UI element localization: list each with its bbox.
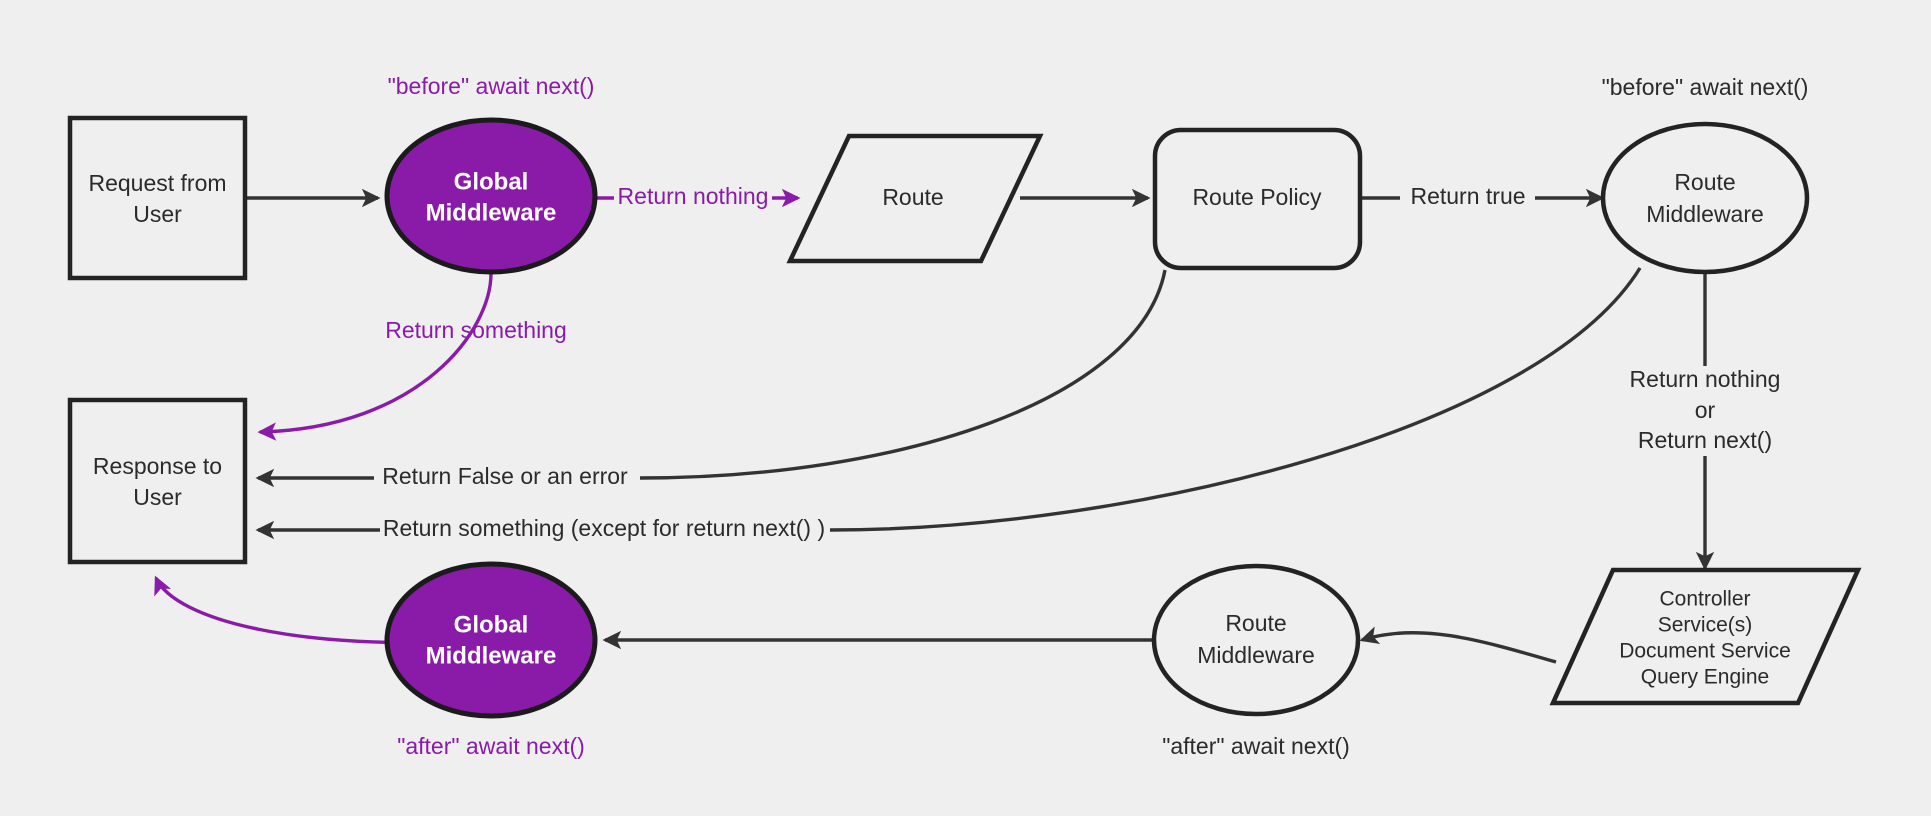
global-middleware-before-shape <box>384 117 598 275</box>
global-middleware-before-label-line1: Global <box>454 168 529 195</box>
controller-parallelogram-shape <box>1549 567 1862 706</box>
route-middleware-after-label-line1: Route <box>1225 610 1286 636</box>
global-middleware-after-label-line1: Global <box>454 611 529 638</box>
route-middleware-after-label-line2: Middleware <box>1197 642 1315 668</box>
route-middleware-before-label-line1: Route <box>1674 169 1735 195</box>
node-global-middleware-before[interactable]: Global Middleware <box>384 117 598 275</box>
edge-label-return-nothing-or-next-line2: or <box>1695 397 1716 423</box>
edge-label-return-false-or-error: Return False or an error <box>382 463 628 489</box>
edge-label-return-nothing-or-next-line3: Return next() <box>1638 427 1772 453</box>
node-route[interactable]: Route <box>786 133 1044 264</box>
node-route-middleware-before[interactable]: Route Middleware <box>1600 121 1810 275</box>
node-controller-services[interactable]: Controller Service(s) Document Service Q… <box>1549 567 1862 706</box>
controller-label-line2: Service(s) <box>1658 614 1753 637</box>
edge-label-return-something-except: Return something (except for return next… <box>383 515 825 541</box>
edge-route-policy-to-response-curve <box>639 269 1167 480</box>
annotation-after-await-next-route: "after" await next() <box>1162 733 1350 759</box>
request-box-shape <box>67 115 248 281</box>
route-middleware-before-shape <box>1600 121 1810 275</box>
route-middleware-after-shape <box>1151 563 1361 717</box>
edge-route-middleware-to-response-curve <box>829 267 1642 532</box>
node-request-from-user[interactable]: Request from User <box>67 115 248 281</box>
response-label-line2: User <box>133 484 182 510</box>
response-box-shape <box>67 397 248 565</box>
controller-label-line3: Document Service <box>1619 640 1791 663</box>
edge-label-return-nothing: Return nothing <box>618 183 769 209</box>
node-route-middleware-after[interactable]: Route Middleware <box>1151 563 1361 717</box>
node-response-to-user[interactable]: Response to User <box>67 397 248 565</box>
node-global-middleware-after[interactable]: Global Middleware <box>384 561 598 719</box>
controller-label-line4: Query Engine <box>1641 666 1769 689</box>
global-middleware-before-label-line2: Middleware <box>426 199 557 226</box>
request-label-line1: Request from <box>88 170 226 196</box>
route-policy-shape <box>1152 127 1363 271</box>
edge-global-middleware-return-something-to-response <box>257 271 493 441</box>
request-label-line2: User <box>133 201 182 227</box>
route-middleware-before-label-line2: Middleware <box>1646 201 1764 227</box>
controller-label-line1: Controller <box>1659 588 1750 611</box>
route-label: Route <box>882 184 943 210</box>
route-parallelogram-shape <box>786 133 1044 264</box>
edge-controller-to-route-middleware-after <box>1359 626 1557 664</box>
annotation-after-await-next-global: "after" await next() <box>397 733 585 759</box>
route-policy-label: Route Policy <box>1192 184 1322 210</box>
global-middleware-after-label-line2: Middleware <box>426 642 557 669</box>
node-route-policy[interactable]: Route Policy <box>1152 127 1363 271</box>
global-middleware-after-shape <box>384 561 598 719</box>
edge-label-return-true: Return true <box>1410 183 1525 209</box>
annotation-before-await-next-route: "before" await next() <box>1602 74 1809 100</box>
response-label-line1: Response to <box>93 453 222 479</box>
edge-label-return-nothing-or-next-line1: Return nothing <box>1630 366 1781 392</box>
annotation-before-await-next-global: "before" await next() <box>388 73 595 99</box>
edge-label-return-something: Return something <box>385 317 567 343</box>
